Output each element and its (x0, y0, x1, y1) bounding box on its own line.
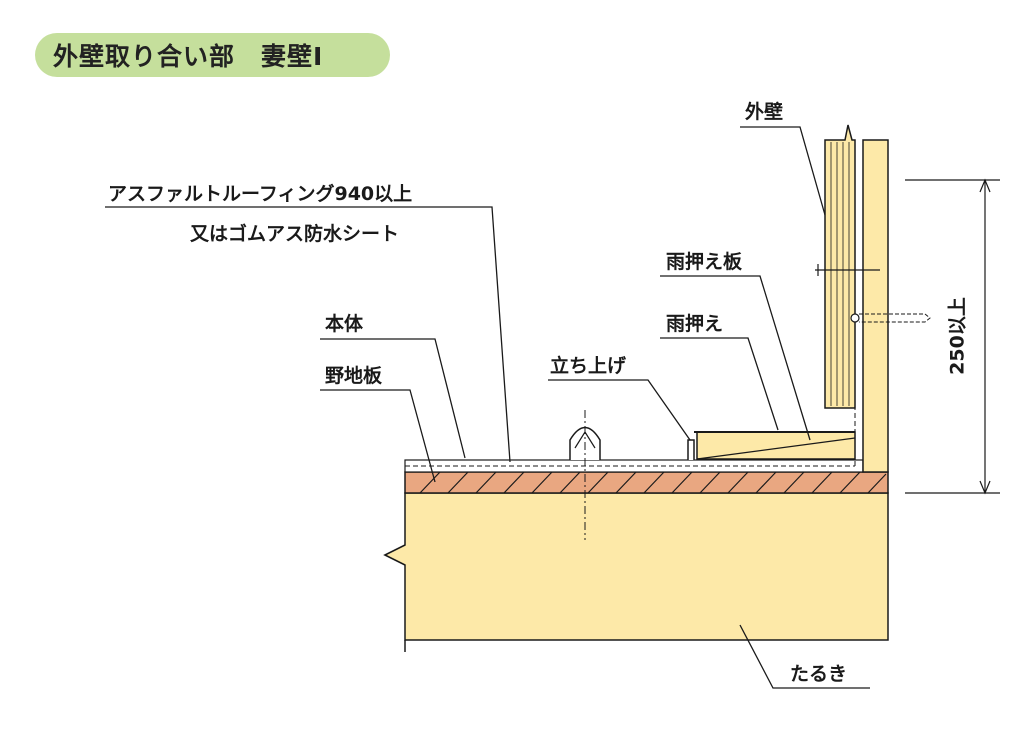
label-rafter: たるき (790, 663, 847, 685)
dimension-250 (905, 178, 1000, 495)
leader-lines (105, 126, 870, 689)
label-roofing-line1: アスファルトルーフィング940以上 (108, 182, 412, 205)
rafter (383, 492, 889, 652)
sheathing-board (404, 471, 889, 494)
label-outer-wall: 外壁 (745, 100, 783, 123)
label-flashing-board: 雨押え板 (666, 250, 743, 273)
title-banner: 外壁取り合い部 妻壁Ⅰ (35, 33, 390, 77)
roof-layers (404, 150, 864, 540)
flashing (694, 431, 856, 460)
label-standing-seam: 立ち上げ (550, 354, 627, 377)
label-sheathing: 野地板 (325, 364, 383, 387)
label-flashing: 雨押え (666, 312, 723, 335)
label-roofing-line2: 又はゴムアス防水シート (190, 222, 399, 245)
diagram-title: 外壁取り合い部 妻壁Ⅰ (53, 42, 324, 71)
label-dimension: 250以上 (947, 297, 969, 375)
outer-wall (815, 124, 931, 473)
label-body: 本体 (325, 312, 364, 335)
